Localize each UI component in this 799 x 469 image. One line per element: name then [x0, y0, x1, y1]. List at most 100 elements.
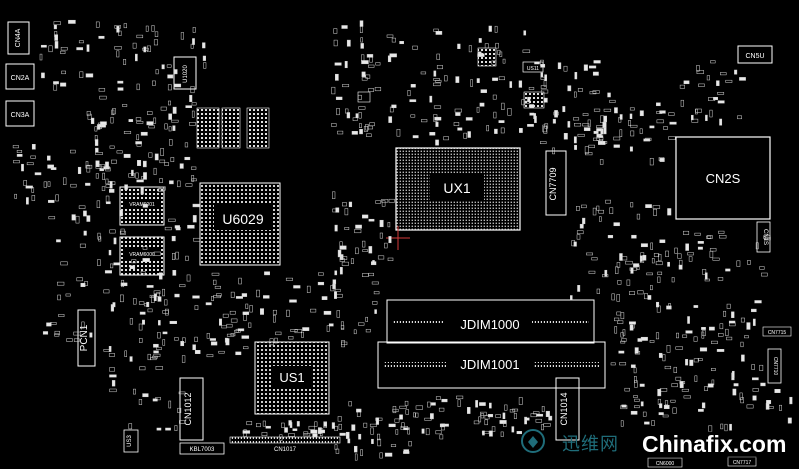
smd-part	[80, 282, 86, 287]
smd-part	[582, 123, 590, 127]
smd-part	[184, 156, 191, 161]
smd-part	[629, 113, 633, 119]
slot-jdim1001[interactable]: JDIM1001	[377, 341, 606, 389]
chip-us1[interactable]: US1	[254, 341, 330, 415]
smd-part	[286, 309, 290, 317]
smd-part	[454, 108, 462, 113]
connector-cn2a[interactable]: CN2A	[5, 63, 35, 90]
connector-kbl7003[interactable]: KBL7003	[179, 442, 225, 455]
smd-part	[79, 243, 86, 248]
smd-part	[110, 304, 114, 312]
connector-cn7717[interactable]: CN7717	[727, 456, 757, 467]
smd-part	[664, 400, 669, 406]
smd-part	[719, 323, 724, 330]
chip-us3[interactable]: US3	[123, 429, 139, 453]
smd-part	[147, 111, 153, 115]
smd-part	[720, 72, 727, 76]
smd-part	[399, 405, 407, 409]
smd-part	[234, 329, 239, 333]
smd-part	[154, 153, 159, 161]
smd-part	[342, 202, 347, 207]
chip-u6029[interactable]: U6029	[199, 182, 281, 266]
chip-vram6001[interactable]: VRAM6001	[119, 186, 165, 226]
smd-part	[363, 126, 368, 132]
smd-part	[98, 88, 106, 92]
smd-part	[622, 329, 626, 336]
smd-part	[540, 89, 549, 94]
label-us3: US3	[127, 435, 133, 447]
smd-part	[109, 374, 117, 378]
smd-part	[375, 62, 381, 66]
smd-part	[128, 423, 133, 430]
smd-part	[120, 294, 124, 303]
smd-part	[337, 249, 342, 258]
smd-part	[455, 76, 460, 83]
smd-part	[363, 422, 368, 428]
smd-part	[55, 194, 59, 202]
smd-part	[633, 367, 637, 374]
smd-part	[511, 426, 515, 433]
smd-part	[243, 346, 249, 350]
smd-part	[410, 114, 416, 118]
connector-cn1017[interactable]: CN1017	[229, 436, 341, 453]
smd-part	[633, 395, 638, 398]
smd-part	[105, 167, 111, 172]
smd-part	[242, 430, 251, 434]
smd-part	[374, 87, 382, 92]
connector-cn2s[interactable]: CN2S	[675, 136, 771, 220]
smd-part	[192, 295, 200, 299]
smd-part	[694, 232, 701, 236]
connector-cn4a[interactable]: CN4A	[7, 21, 30, 55]
connector-cn7709[interactable]: CN7709	[545, 150, 567, 216]
smd-part	[424, 417, 432, 421]
smd-part	[586, 252, 593, 256]
connector-cn7715[interactable]: CN7715	[762, 326, 792, 337]
connector-cn3a[interactable]: CN3A	[5, 100, 35, 127]
smd-part	[609, 207, 614, 214]
smd-part	[391, 104, 397, 109]
smd-part	[657, 271, 663, 275]
connector-cn6000[interactable]: CN6000	[647, 457, 683, 468]
chip-u1020[interactable]: U1020	[173, 56, 197, 90]
smd-part	[620, 332, 624, 338]
connector-pcn1[interactable]: PCN1	[77, 309, 96, 367]
smd-part	[751, 364, 755, 370]
smd-part	[688, 256, 693, 262]
smd-part	[752, 388, 759, 392]
smd-part	[65, 293, 71, 297]
smd-part	[657, 389, 662, 397]
smd-part	[361, 77, 368, 81]
smd-part	[151, 25, 155, 32]
smd-part	[237, 328, 245, 332]
chip-ux1[interactable]: UX1	[395, 147, 521, 231]
smd-part	[341, 256, 348, 260]
chip-vram6000[interactable]: VRAM6000	[119, 236, 165, 276]
connector-cn1s[interactable]: CN1S	[756, 221, 771, 253]
smd-part	[519, 128, 523, 133]
connector-cn1012[interactable]: CN1012	[179, 377, 204, 441]
smd-part	[85, 182, 91, 186]
chip-us11[interactable]: US11	[522, 61, 544, 73]
smd-part	[121, 279, 125, 288]
smd-part	[221, 325, 227, 329]
smd-part	[86, 44, 90, 52]
smd-part	[139, 311, 146, 315]
smd-part	[143, 46, 147, 53]
smd-part	[585, 152, 593, 156]
smd-part	[587, 119, 591, 127]
connector-cn1014[interactable]: CN1014	[555, 377, 580, 441]
smd-part	[164, 299, 168, 306]
smd-part	[114, 46, 122, 50]
smd-part	[701, 330, 706, 336]
smd-part	[470, 79, 473, 87]
connector-cn5u[interactable]: CN5U	[737, 45, 773, 64]
smd-part	[191, 178, 197, 182]
smd-part	[682, 334, 688, 338]
smd-part	[717, 277, 724, 281]
smd-part	[390, 444, 397, 447]
smd-part	[409, 99, 417, 103]
smd-part	[73, 331, 81, 336]
slot-jdim1000[interactable]: JDIM1000	[386, 299, 595, 344]
connector-cn7710[interactable]: CN7710	[767, 348, 782, 384]
